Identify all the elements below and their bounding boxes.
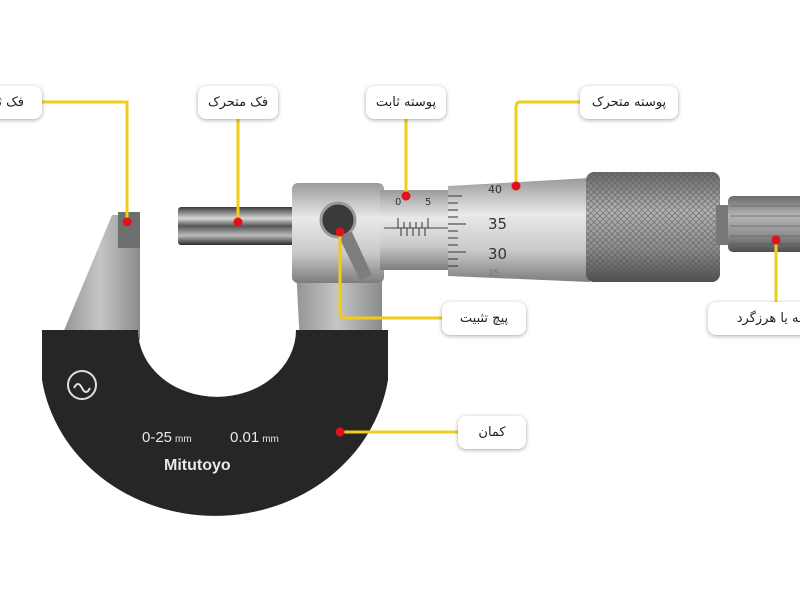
- label-text: فک ثابت: [0, 95, 24, 110]
- label-fixed-jaw: فک ثابت: [0, 86, 42, 119]
- thimble-ticks: [448, 195, 466, 267]
- brand-text: Mitutoyo: [164, 457, 231, 474]
- sleeve-scale-0: 0: [395, 197, 401, 208]
- sleeve-ticks: [397, 218, 429, 236]
- thimble: [448, 178, 590, 282]
- label-moving-jaw: فک متحرک: [198, 86, 278, 119]
- lock-screw: [319, 201, 357, 239]
- label-text: کمان: [478, 425, 506, 440]
- fixed-anvil: [118, 212, 140, 248]
- label-lock-screw: پیچ تثبیت: [442, 302, 526, 335]
- label-text: جغجغه یا هرزگرد: [736, 311, 800, 326]
- label-text: پیچ تثبیت: [459, 311, 509, 326]
- label-text: پوسته ثابت: [375, 95, 437, 110]
- thimble-scale-40: 40: [488, 183, 502, 196]
- sleeve-scale-5: 5: [425, 197, 431, 208]
- marker-dots: [122, 181, 781, 437]
- label-text: پوسته متحرک: [591, 95, 667, 110]
- thimble-scale-30: 30: [488, 245, 507, 263]
- label-moving-thimble: پوسته متحرک: [580, 86, 678, 119]
- thimble-scale-25: 25: [488, 269, 499, 279]
- label-fixed-sleeve: پوسته ثابت: [366, 86, 446, 119]
- leader-lines: [40, 100, 778, 434]
- label-text: فک متحرک: [207, 95, 269, 110]
- brand-logo-icon: [67, 370, 97, 400]
- label-ratchet: جغجغه یا هرزگرد: [708, 302, 800, 335]
- label-frame: کمان: [458, 416, 526, 449]
- ratchet-stop: [728, 196, 800, 252]
- frame-plate: [42, 330, 388, 516]
- sleeve: [380, 190, 448, 270]
- thimble-scale-35: 35: [488, 215, 507, 233]
